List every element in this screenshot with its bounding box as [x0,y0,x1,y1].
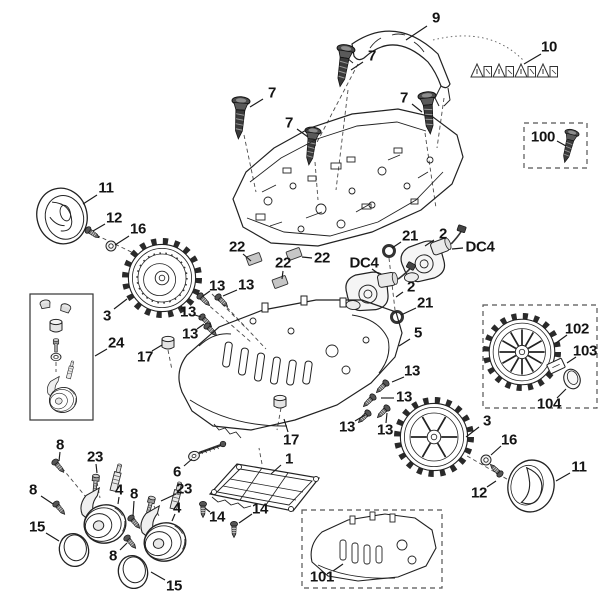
bottom-tray [199,463,321,538]
gear-motor-right [397,223,473,284]
leader-line [117,496,120,505]
leader-line [194,314,202,318]
leader-line [296,128,309,138]
leader-line [398,338,411,347]
drive-wheel-right [397,400,471,474]
washer-16-left [105,240,117,252]
leader-lines [40,25,577,581]
leader-line [238,513,253,524]
leader-line [350,61,364,71]
leader-line [95,463,98,474]
plate-103 [546,357,566,375]
screw-6-with-washer [188,440,227,462]
leader-line [566,356,577,364]
leader-line [58,451,61,462]
disc-104 [563,368,581,390]
leader-line [391,241,402,249]
leader-line [151,344,163,352]
leader-line [92,223,106,232]
cap-17-left [161,335,175,350]
leader-line [132,500,135,517]
leader-line [424,239,435,247]
lower-chassis-drawing [178,295,403,439]
leader-line [202,290,211,297]
spare-wheel-102 [486,316,558,388]
leader-line [40,495,54,505]
leader-line [371,268,380,275]
leader-line [270,464,282,475]
leader-line [451,247,464,250]
pad-22-c [285,246,303,262]
leader-line [242,253,252,262]
leader-line [114,235,130,246]
leader-line [283,418,289,433]
leader-line [113,298,128,310]
pad-22-b [271,274,289,290]
group-box-100 [523,122,588,169]
leader-line [301,256,313,259]
housing-screws [228,42,440,167]
leader-line [556,140,567,147]
leader-line [556,388,567,399]
warning-label-strip [470,62,558,78]
leader-line [486,480,497,488]
leader-line [150,571,166,581]
upper-chassis-drawing [232,108,464,247]
hubcap-left [36,187,88,245]
leader-line [555,334,568,344]
leader-line [465,426,480,438]
leader-line [405,25,428,41]
leader-line [196,323,205,330]
leader-line [400,307,417,316]
leader-line [385,412,388,424]
leader-line [490,445,502,456]
leader-line [160,493,177,502]
screw-100 [557,127,581,165]
cap-17-center [273,394,287,409]
group-box-101 [301,509,443,589]
leader-line [94,348,108,357]
leader-line [395,291,404,298]
leader-line [183,458,193,467]
washer-16-right [480,454,492,466]
drive-wheel-left [125,241,199,315]
leader-line [354,414,366,422]
leader-line [204,507,211,513]
group-box-24 [29,293,94,421]
leader-line [391,376,405,383]
castor-hardware [50,457,191,593]
leader-line [411,103,423,113]
leader-line [249,98,264,108]
leader-line [119,542,128,551]
group-box-102 [482,304,598,409]
leader-line [82,194,98,205]
leader-line [281,270,284,280]
leader-line [555,472,571,482]
leader-line [222,289,238,297]
screw-12-right [487,461,505,479]
leader-line [45,532,60,542]
leader-line [171,513,176,522]
hubcap-right [507,459,555,513]
leader-line [332,563,344,572]
leader-line [523,53,542,65]
